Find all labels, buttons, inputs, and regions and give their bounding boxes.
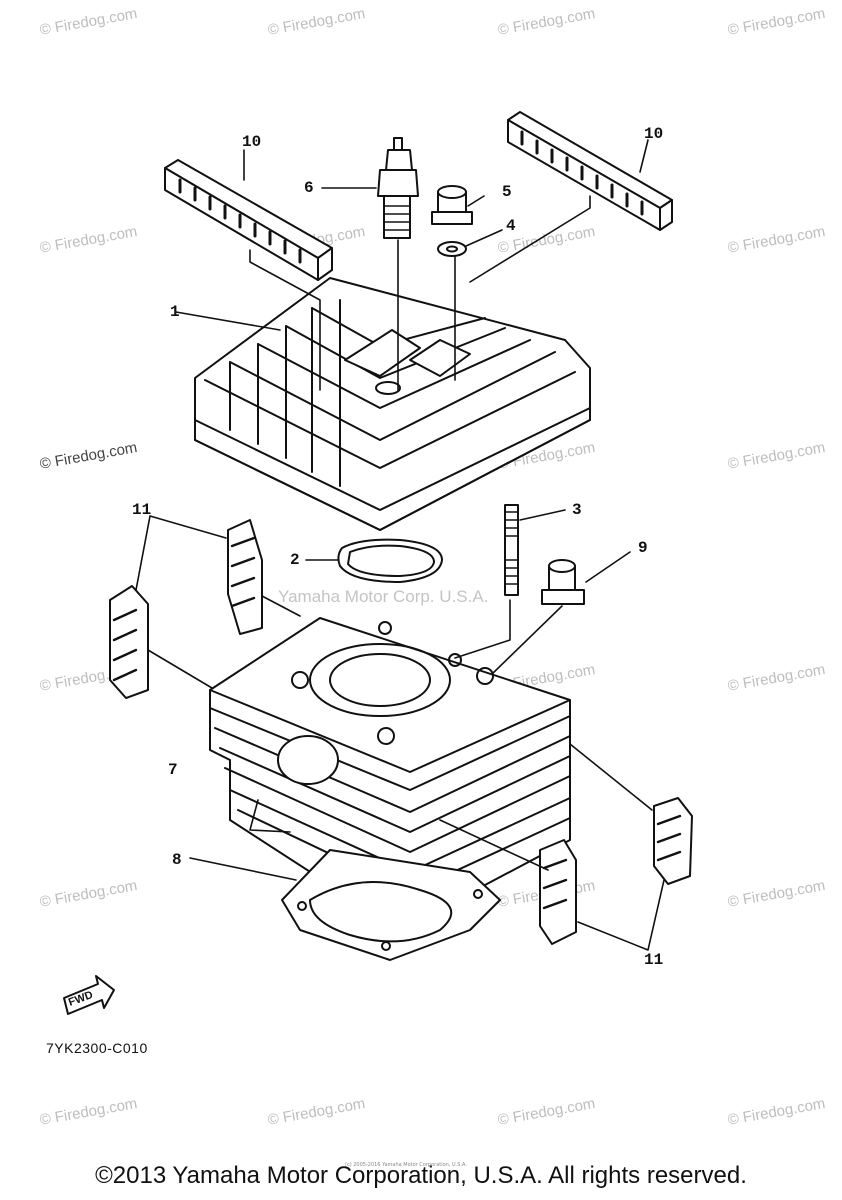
- callout-8: 8: [172, 851, 182, 869]
- diagram-code: 7YK2300-C010: [46, 1040, 148, 1056]
- callout-6: 6: [304, 179, 314, 197]
- copyright-notice: ©2013 Yamaha Motor Corporation, U.S.A. A…: [95, 1162, 747, 1189]
- stud-bolt-3: [454, 504, 566, 659]
- cylinder-head-1: [194, 277, 591, 531]
- spark-plug-6: [377, 137, 419, 239]
- washer-4: [437, 241, 467, 257]
- base-gasket-8: [189, 849, 501, 961]
- callout-5: 5: [502, 183, 512, 201]
- callout-10-right: 10: [644, 125, 664, 143]
- callout-1: 1: [170, 303, 180, 321]
- damper-11-lower-right: [653, 797, 693, 885]
- damper-10-right: [507, 111, 673, 231]
- callout-11-lower: 11: [644, 951, 664, 969]
- callout-9: 9: [638, 539, 648, 557]
- callout-11-upper: 11: [132, 501, 152, 519]
- nut-9: [489, 551, 631, 677]
- callout-10-left: 10: [242, 133, 262, 151]
- head-gasket-2: [305, 538, 443, 583]
- callout-4: 4: [506, 217, 516, 235]
- cap-nut-5: [431, 185, 473, 225]
- damper-10-left: [164, 159, 333, 281]
- fine-print: (c) 2005-2016 Yamaha Motor Corporation, …: [345, 1162, 467, 1168]
- leader-lines: [175, 139, 649, 391]
- yamaha-watermark: Yamaha Motor Corp. U.S.A.: [278, 587, 489, 606]
- damper-11-upper-small: [227, 519, 263, 635]
- leaders-11: [135, 515, 665, 951]
- callout-3: 3: [572, 501, 582, 519]
- cylinder-7: [209, 617, 571, 931]
- callout-7: 7: [168, 761, 178, 779]
- callout-2: 2: [290, 551, 300, 569]
- damper-11-lower-left: [539, 839, 577, 945]
- damper-11-upper-large: [109, 585, 149, 699]
- fwd-arrow-icon: FWD: [63, 975, 115, 1015]
